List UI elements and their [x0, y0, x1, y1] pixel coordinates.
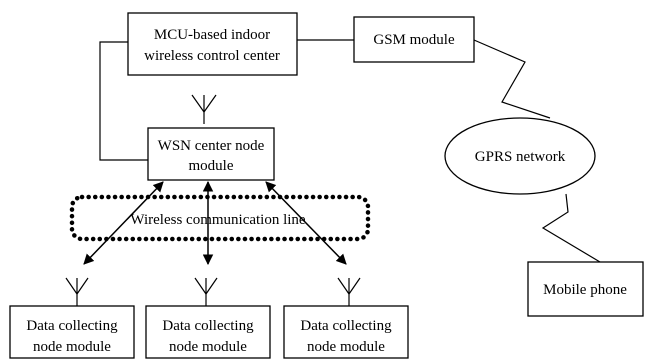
gprs-label: GPRS network: [475, 149, 566, 165]
gprs-network-ellipse: GPRS network: [444, 117, 596, 195]
wsn-center-node-box: WSN center node module: [147, 127, 275, 181]
gsm-gprs-zigzag-link: [473, 39, 551, 119]
phone-label: Mobile phone: [543, 282, 627, 298]
wireless-line-label: Wireless communication line: [130, 212, 306, 228]
node-1-label-line1: Data collecting: [26, 318, 118, 334]
arrow-wsn-node-1: [83, 181, 164, 265]
arrow-wsn-node-3: [265, 181, 347, 265]
data-collecting-node-1: Data collecting node module: [9, 305, 135, 359]
node-2-antenna-icon: [194, 277, 218, 306]
gsm-module-box: GSM module: [353, 16, 475, 63]
node-3-antenna-icon: [337, 277, 361, 306]
wsn-label-line2: module: [189, 158, 234, 174]
data-collecting-node-3: Data collecting node module: [283, 305, 409, 359]
wireless-communication-line-box: Wireless communication line: [69, 194, 371, 242]
mcu-wsn-connector: [99, 41, 148, 161]
node-3-label-line1: Data collecting: [300, 318, 392, 334]
mobile-phone-box: Mobile phone: [527, 261, 644, 317]
node-2-label-line2: node module: [169, 339, 247, 355]
gprs-phone-zigzag-link: [541, 193, 601, 263]
mcu-control-center-box: MCU-based indoor wireless control center: [127, 12, 298, 76]
node-1-antenna-icon: [65, 277, 89, 306]
wsn-label-line1: WSN center node: [158, 138, 265, 154]
node-1-label-line2: node module: [33, 339, 111, 355]
mcu-label-line1: MCU-based indoor: [154, 27, 270, 43]
mcu-label-line2: wireless control center: [144, 48, 280, 64]
node-2-label-line1: Data collecting: [162, 318, 254, 334]
data-collecting-node-2: Data collecting node module: [145, 305, 271, 359]
mcu-antenna-icon: [191, 94, 217, 124]
node-3-label-line2: node module: [307, 339, 385, 355]
gsm-label: GSM module: [373, 32, 455, 48]
